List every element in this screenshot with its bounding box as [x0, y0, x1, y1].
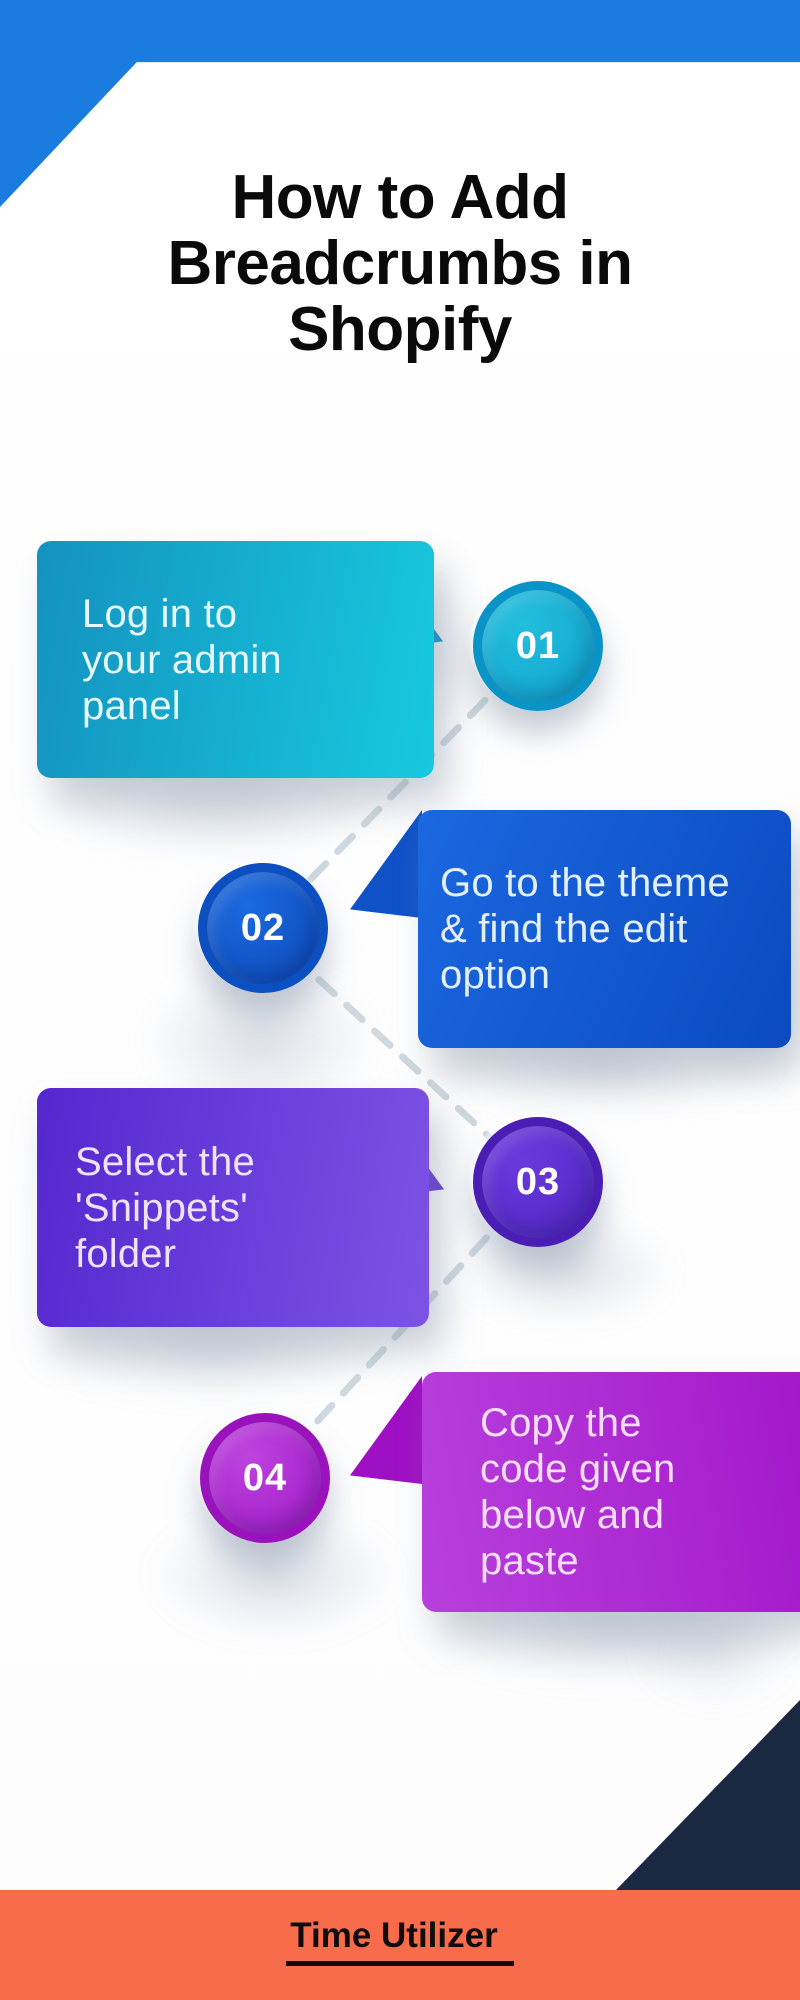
- step-card: Copy the code given below and paste: [422, 1372, 800, 1612]
- step-number: 01: [515, 624, 561, 667]
- brand-link[interactable]: Time Utilizer: [286, 1916, 514, 1966]
- step-number: 02: [240, 906, 286, 949]
- step-card: Go to the theme & find the edit option: [418, 810, 791, 1048]
- step-card: Select the 'Snippets' folder: [37, 1088, 429, 1327]
- connector-line-3-4: [261, 1178, 542, 1482]
- page-title: How to Add Breadcrumbs in Shopify: [167, 163, 633, 364]
- step-number-badge: 04: [200, 1413, 330, 1543]
- step-card-text: Log in to your admin panel: [82, 591, 282, 728]
- step-number-badge: 03: [473, 1117, 603, 1247]
- step-number: 03: [515, 1160, 561, 1203]
- step-card-text: Copy the code given below and paste: [480, 1401, 676, 1583]
- step-card-text: Select the 'Snippets' folder: [75, 1139, 255, 1276]
- step-number-badge: 02: [198, 863, 328, 993]
- step-number: 04: [242, 1456, 288, 1499]
- step-card: Log in to your admin panel: [37, 541, 434, 778]
- step-number-badge: 01: [473, 581, 603, 711]
- footer-band: Time Utilizer: [0, 1890, 800, 2000]
- step-card-text: Go to the theme & find the edit option: [440, 861, 730, 997]
